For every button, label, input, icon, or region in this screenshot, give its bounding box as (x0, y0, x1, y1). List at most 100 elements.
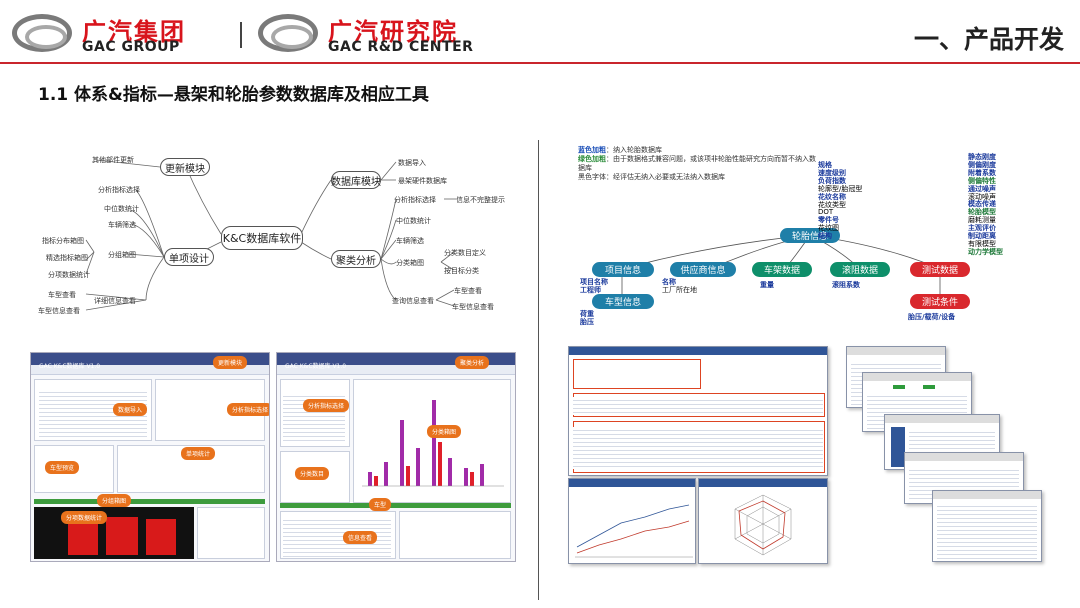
frame (573, 359, 701, 389)
bar (68, 521, 98, 555)
project-item: 工程师 (580, 286, 601, 294)
mindmap-leaf: 分组箱图 (108, 251, 136, 259)
legend-text: ：由于数据格式兼容问题，或该项非轮胎性能研究方向而暂不纳入数据库 (578, 155, 816, 172)
cluster-box-chart (353, 379, 511, 503)
callout-tag: 聚类分析 (455, 356, 490, 369)
node-test-data: 测试数据 (910, 262, 970, 277)
mindmap-leaf: 中位数统计 (396, 217, 431, 225)
tire-attribute-list: 规格 速度级别 负荷指数 轮廓型/胎冠型 花纹名称 花纹类型 DOT 零件号 花… (818, 161, 863, 241)
tire-line-chart (575, 504, 693, 558)
callout-tag: 更新模块 (213, 356, 248, 369)
attr-item: 结构 (818, 232, 832, 241)
test-item: 磨耗测量 (968, 216, 996, 225)
mindmap-leaf: 按目标分类 (444, 267, 479, 275)
callout-tag: 分析指标选择 (303, 399, 350, 412)
test-item: 附着系数 (968, 168, 996, 177)
mindmap: K&C数据库软件 更新模块 单项设计 数据库模块 聚类分析 其他部件更新 分析指… (36, 142, 516, 332)
gac-rd-logo: 广汽研究院 GAC R&D CENTER (258, 12, 518, 55)
mindmap-leaf: 车辆筛选 (108, 221, 136, 229)
pane (197, 507, 265, 559)
callout-tag: 车型预览 (45, 461, 80, 474)
node-test-condition: 测试条件 (910, 294, 970, 309)
stack-window-5 (932, 490, 1042, 562)
attr-item: DOT (818, 208, 834, 217)
titlebar (905, 453, 1023, 461)
list (937, 503, 1037, 559)
supplier-item: 名称 (662, 278, 676, 286)
vehicle-item: 荷重 (580, 310, 594, 318)
screenshot-titlebar: GAC K&C数据库 V1.0 (31, 353, 269, 370)
test-item: 动力学模型 (968, 247, 1003, 256)
node-tire-info: 轮胎信息 (780, 228, 840, 243)
attr-item: 负荷指数 (818, 176, 846, 185)
mindmap-leaf: 分析指标选择 (394, 196, 436, 204)
test-item: 模态传递 (968, 200, 996, 209)
wheel-item: 重量 (760, 281, 774, 289)
attr-item: 花纹类型 (818, 200, 846, 209)
titlebar (863, 373, 971, 381)
screenshot-toolbar (277, 365, 515, 375)
mindmap-leaf: 中位数统计 (104, 205, 139, 213)
attr-item: 规格 (818, 161, 832, 169)
test-item: 静态刚度 (968, 153, 996, 161)
vehicle-item: 胎压 (580, 318, 594, 326)
test-item: 制动距离 (968, 232, 996, 241)
attr-item: 速度级别 (818, 168, 846, 177)
badge (923, 385, 935, 389)
legend-text: ：经评估无纳入必要或无法纳入数据库 (606, 173, 725, 181)
mindmap-node-update: 更新模块 (160, 158, 210, 176)
titlebar (699, 479, 827, 487)
mindmap-leaf: 详细信息查看 (94, 297, 136, 305)
legend-line: 绿色加粗：由于数据格式兼容问题，或该项非轮胎性能研究方向而暂不纳入数据库 (578, 155, 818, 173)
section-title: 1.1 体系&指标—悬架和轮胎参数数据库及相应工具 (38, 85, 429, 105)
mindmap-leaf: 车型信息查看 (452, 303, 494, 311)
mindmap-leaf: 分类箱图 (396, 259, 424, 267)
bar (146, 519, 176, 555)
header-rule (0, 62, 1080, 64)
legend-text: ：纳入轮胎数据库 (606, 146, 662, 154)
tire-chart-window-1 (568, 478, 696, 564)
test-item: 轮胎模型 (968, 208, 996, 217)
mindmap-leaf: 车型查看 (454, 287, 482, 295)
mindmap-leaf: 分项数据统计 (48, 271, 90, 279)
legend-key-black: 黑色字体 (578, 173, 606, 181)
node-project: 项目信息 (592, 262, 654, 277)
callout-tag: 分组箱图 (97, 494, 132, 507)
titlebar (885, 415, 999, 423)
logo2-en: GAC R&D CENTER (328, 39, 474, 55)
node-vehicle: 车型信息 (592, 294, 654, 309)
mindmap-leaf: 分类数目定义 (444, 249, 486, 257)
callout-tag: 分类数目 (295, 467, 330, 480)
mindmap-leaf: 悬架硬件数据库 (398, 177, 447, 185)
test-item: 有限模型 (968, 239, 996, 248)
mindmap-center: K&C数据库软件 (221, 226, 303, 250)
mindmap-node-database: 数据库模块 (331, 171, 381, 189)
bar (106, 517, 138, 555)
slider (280, 503, 511, 508)
test-item: 通过噪声 (968, 184, 996, 193)
legend-line: 蓝色加粗：纳入轮胎数据库 (578, 146, 838, 155)
titlebar (569, 479, 695, 487)
attr-item: 轮廓型/胎冠型 (818, 184, 863, 193)
gac-emblem-icon (12, 14, 72, 52)
test-item: 主观评价 (968, 224, 996, 233)
mindmap-leaf: 车辆筛选 (396, 237, 424, 245)
attr-item: 花纹图 (818, 224, 839, 233)
titlebar (847, 347, 945, 355)
tire-radar-window (698, 478, 828, 564)
legend-line: 黑色字体：经评估无纳入必要或无法纳入数据库 (578, 173, 838, 182)
mindmap-leaf: 车型信息查看 (38, 307, 80, 315)
screenshot-toolbar (31, 365, 269, 375)
mindmap-leaf: 信息不完整提示 (456, 196, 505, 204)
test-condition-item: 胎压/载荷/设备 (908, 313, 956, 321)
screenshot-single-design: GAC K&C数据库 V1.0 更新模块 数据导入 分析指标选择 车型预览 分组… (30, 352, 270, 562)
test-item: 滚动噪声 (968, 192, 996, 201)
logo-separator (240, 22, 242, 48)
supplier-item: 工厂所在地 (662, 286, 697, 294)
mindmap-leaf: 查询信息查看 (392, 297, 434, 305)
mindmap-leaf: 精选指标箱图 (46, 254, 88, 262)
mindmap-node-cluster: 聚类分析 (331, 250, 381, 268)
mindmap-leaf: 分析指标选择 (98, 186, 140, 194)
project-item: 项目名称 (580, 278, 608, 286)
